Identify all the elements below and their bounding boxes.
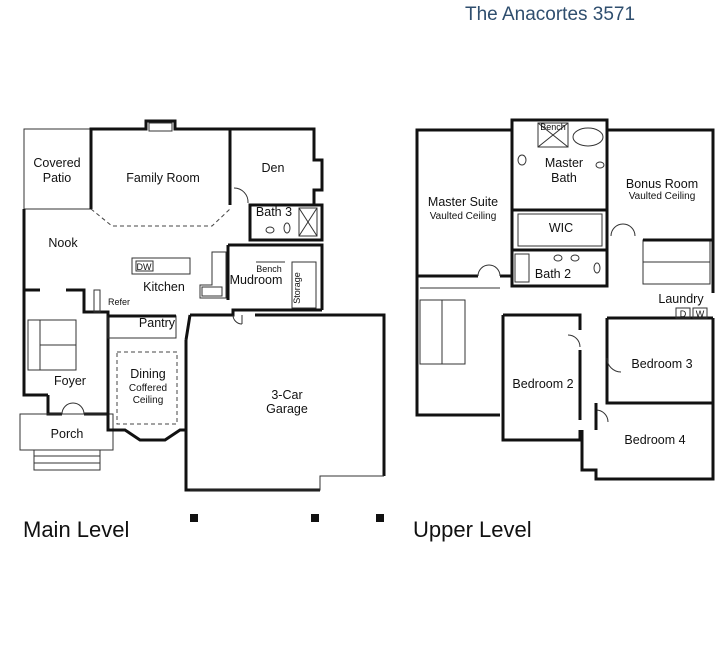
label-foyer: Foyer <box>54 374 86 388</box>
label-garage-1: 3-Car <box>271 388 302 402</box>
master-sink <box>595 161 605 169</box>
label-mudroom: Mudroom <box>230 273 283 287</box>
label-bonus-room-sub: Vaulted Ceiling <box>629 191 696 202</box>
fireplace <box>148 122 173 132</box>
bonus-room-doors <box>610 223 636 237</box>
label-porch: Porch <box>51 427 84 441</box>
label-master-suite: Master Suite <box>428 195 498 209</box>
coffered-ceiling <box>116 351 178 425</box>
label-dining-sub1: Coffered <box>129 383 167 394</box>
bedroom2-top-wall <box>503 313 582 330</box>
refer-outline <box>93 289 101 313</box>
mudroom-wall <box>228 243 324 310</box>
label-main-bench: Bench <box>256 264 282 274</box>
label-laundry: Laundry <box>658 292 704 306</box>
plan-title: The Anacortes 3571 <box>465 4 636 25</box>
bedroom2-door <box>567 334 581 348</box>
label-bedroom3: Bedroom 3 <box>631 357 692 371</box>
label-den: Den <box>262 161 285 175</box>
den-door-swing <box>233 187 249 204</box>
post-2 <box>311 514 319 522</box>
main-left-wall <box>22 209 48 397</box>
bath2-tub <box>514 253 530 283</box>
garage-right-wall <box>255 313 386 476</box>
label-refer: Refer <box>108 297 130 307</box>
bath2-toilet <box>593 262 601 274</box>
label-bath3: Bath 3 <box>256 205 292 219</box>
label-washer: W <box>696 309 705 319</box>
label-wic: WIC <box>549 221 573 235</box>
bath3-wall <box>248 203 324 242</box>
label-bedroom4: Bedroom 4 <box>624 433 685 447</box>
cooktop <box>201 286 223 297</box>
bath2-wall <box>510 248 609 288</box>
bedroom4-door <box>595 409 609 423</box>
master-shower <box>537 122 569 148</box>
post-1 <box>190 514 198 522</box>
label-master-bath-2: Bath <box>551 171 577 185</box>
label-dw: DW <box>137 262 152 272</box>
upper-level-label: Upper Level <box>413 517 532 542</box>
label-kitchen: Kitchen <box>143 280 185 294</box>
bedroom3-door <box>606 357 622 373</box>
label-master-suite-sub: Vaulted Ceiling <box>430 211 497 222</box>
washer <box>692 307 708 319</box>
upper-left-wall <box>415 276 500 417</box>
dishwasher <box>135 260 154 272</box>
bath2-sink-1 <box>553 254 563 262</box>
kitchen-island <box>131 257 191 275</box>
main-level-label: Main Level <box>23 517 130 542</box>
bath2-sink-2 <box>570 254 580 262</box>
label-covered-patio-2: Patio <box>43 171 72 185</box>
bath3-shower <box>298 207 318 237</box>
label-dining: Dining <box>130 367 165 381</box>
garage-door-swing <box>232 314 243 325</box>
kitchen-counter <box>199 251 227 299</box>
label-bonus-room: Bonus Room <box>626 177 698 191</box>
bath3-toilet <box>283 222 291 234</box>
stair-wall <box>66 288 110 340</box>
main-level-plan <box>19 119 386 522</box>
dryer <box>675 307 691 319</box>
label-dryer: D <box>680 309 687 319</box>
master-shower-x2 <box>537 122 569 148</box>
foyer-wall-right <box>84 395 110 416</box>
master-suite-bottom-right <box>500 210 514 278</box>
upper-level-plan <box>415 118 715 481</box>
label-nook: Nook <box>48 236 78 250</box>
bedroom2-walls <box>501 315 582 442</box>
garage-corner <box>184 314 192 341</box>
storage-closet <box>291 261 317 309</box>
family-room-bay <box>90 208 231 227</box>
label-bath2: Bath 2 <box>535 267 571 281</box>
foyer-wall-left <box>46 395 62 416</box>
front-door-swing <box>61 402 85 415</box>
bath3-shower-x2 <box>298 207 318 237</box>
label-garage-2: Garage <box>266 402 308 416</box>
bath3-sink <box>265 226 275 234</box>
post-3 <box>376 514 384 522</box>
porch-steps <box>33 449 101 471</box>
label-family-room: Family Room <box>126 171 200 185</box>
garage-door-line <box>190 475 384 491</box>
label-covered-patio-1: Covered <box>33 156 80 170</box>
master-tub <box>572 127 604 147</box>
family-room-wall <box>89 119 230 209</box>
wic-shelving <box>517 213 603 247</box>
label-master-bath-1: Master <box>545 156 583 170</box>
bedroom4-walls <box>580 403 715 481</box>
label-upper-bench: Bench <box>540 122 566 132</box>
label-storage: Storage <box>292 272 302 304</box>
master-toilet <box>517 154 527 166</box>
garage-top-wall <box>190 308 322 317</box>
label-bedroom2: Bedroom 2 <box>512 377 573 391</box>
den-wall <box>230 127 324 205</box>
label-dining-sub2: Ceiling <box>133 395 164 406</box>
label-pantry: Pantry <box>139 316 176 330</box>
master-suite-doors <box>477 264 501 277</box>
